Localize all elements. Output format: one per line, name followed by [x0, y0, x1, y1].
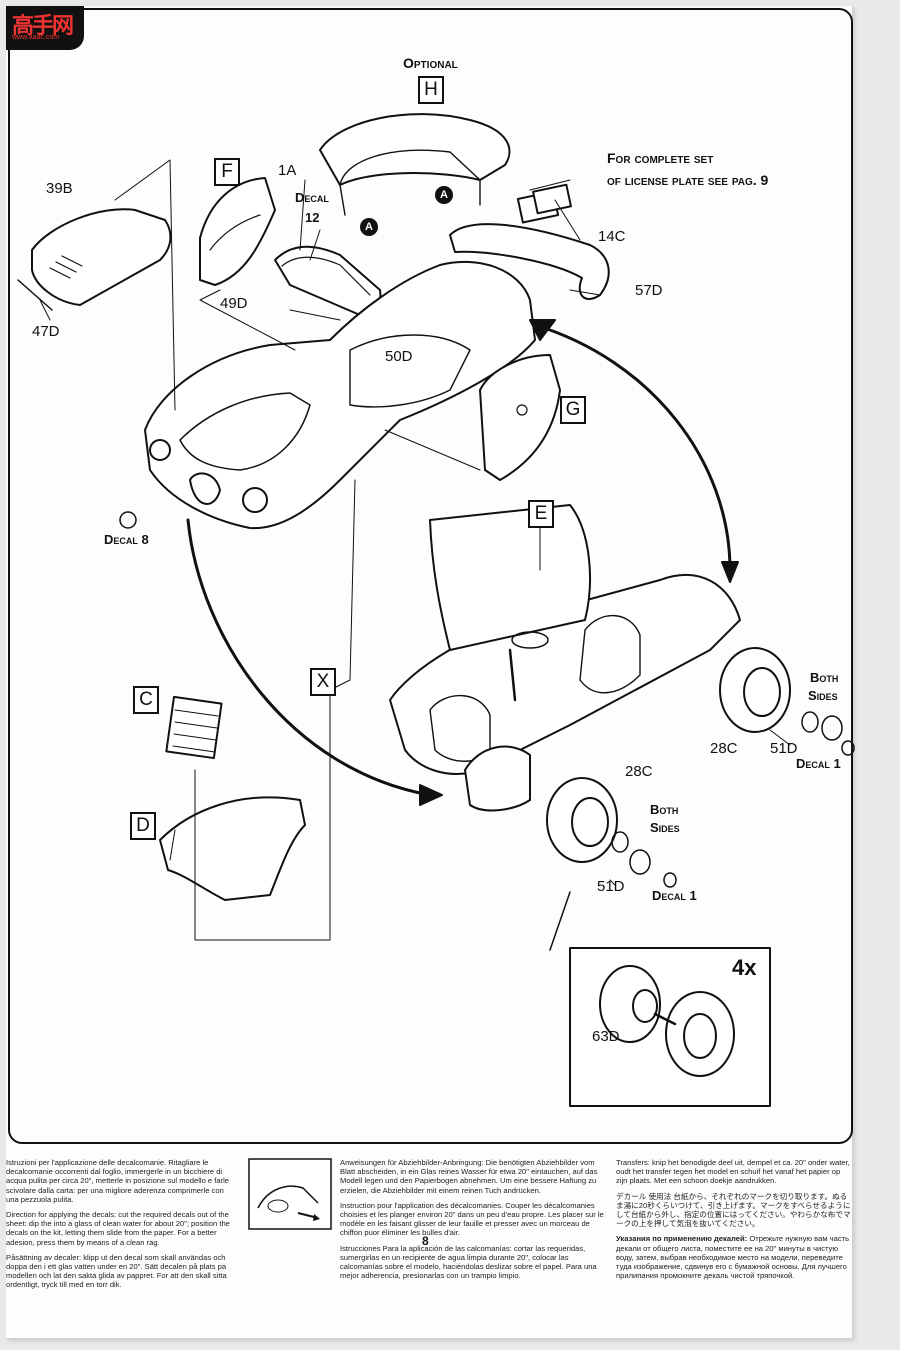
hardtop-part: [319, 113, 511, 186]
decal-12-label-line1: Decal: [295, 190, 329, 205]
decal-1-front-label: Decal 1: [652, 888, 697, 903]
both-sides-front-line2: Sides: [650, 820, 680, 835]
gear-lever: [508, 648, 517, 702]
instr-spanish: Istrucciones Para la aplicación de las c…: [340, 1243, 597, 1281]
part-label-57d: 57D: [635, 282, 663, 299]
part-box-h: H: [418, 76, 444, 104]
front-grille: [189, 472, 221, 505]
instr-swedish: Påsättning av decaler: klipp ut den deca…: [6, 1252, 227, 1290]
chassis-part: [389, 574, 741, 775]
car-body: [144, 260, 536, 530]
seat: [579, 614, 641, 694]
part-label-28c-right: 28C: [710, 740, 738, 757]
part-box-e: E: [528, 500, 554, 528]
part-label-51d-front: 51D: [597, 878, 625, 895]
instr-dutch: Transfers: knip het benodigde deel uit, …: [616, 1158, 850, 1186]
decal-8-label: Decal 8: [104, 532, 149, 547]
instr-german: Anweisungen für Abziehbilder-Anbringung:…: [340, 1158, 598, 1195]
engine: [429, 694, 491, 762]
optional-label: Optional: [403, 55, 458, 71]
both-sides-right-line2: Sides: [808, 688, 838, 703]
part-label-51d-right: 51D: [770, 740, 798, 757]
arrow-body-to-chassis: [533, 323, 732, 572]
part-box-d: D: [130, 812, 156, 840]
part-box-f: F: [214, 158, 240, 186]
radiator-part: [165, 695, 223, 760]
arrow-radiator-to-chassis: [186, 518, 432, 797]
door-left-part: [199, 177, 276, 286]
decal-application-illustration: [248, 1158, 332, 1230]
both-sides-front-line1: Both: [650, 802, 679, 817]
front-fender: [464, 745, 531, 812]
instr-italian: Istruzioni per l'applicazione delle deca…: [6, 1158, 230, 1204]
leader-lines: [39, 159, 791, 941]
instr-japanese: デカール 使用法 台紙から、それぞれのマークを切り取ります。ぬるま湯に20秒くら…: [616, 1191, 851, 1229]
part-box-c: C: [133, 686, 159, 714]
badge-decal-8: [119, 511, 137, 529]
callout-a-bumper: A: [435, 186, 453, 204]
instruction-sheet: 高手网 www.aaac.com: [6, 6, 855, 1339]
assembly-step-frame: Optional H For complete set of license p…: [8, 8, 855, 1144]
logo-mark: 高手网: [12, 13, 74, 38]
callout-a-body: A: [360, 218, 378, 236]
instr-russian: Указания по применению декалей: Отрежьте…: [616, 1234, 852, 1280]
windshield-part: [274, 245, 382, 317]
radiator-support-part: [159, 796, 306, 901]
quantity-4x: 4x: [732, 955, 757, 980]
instructions-col-3: Transfers: knip het benodigde deel uit, …: [616, 1158, 852, 1286]
decal-1-right-label: Decal 1: [796, 756, 841, 771]
decal-12-label-line2: 12: [305, 210, 320, 225]
license-note-line2: of license plate see pag. 9: [607, 172, 769, 188]
assembly-drawing: [17, 113, 855, 1107]
site-logo: 高手网 www.aaac.com: [6, 6, 84, 50]
instr-french: Instruction pour l'application des décal…: [340, 1200, 604, 1238]
wheel-front-left: [546, 777, 677, 888]
part-label-63d: 63D: [592, 1028, 620, 1045]
part-label-28c-front: 28C: [625, 763, 653, 780]
instructions-col-1: Istruzioni per l'applicazione delle deca…: [6, 1158, 238, 1296]
instr-russian-text: Отрежьте нужную вам часть декали от обще…: [616, 1234, 850, 1281]
hood-part: [31, 208, 172, 306]
part-label-14c: 14C: [598, 228, 626, 245]
steering-wheel: [511, 631, 549, 649]
license-note-line1: For complete set: [607, 150, 714, 166]
door-right-part: [479, 354, 561, 481]
wheel-rear-right: [719, 647, 855, 756]
instructions-col-2: Anweisungen für Abziehbilder-Anbringung:…: [340, 1158, 604, 1286]
both-sides-right-line1: Both: [810, 670, 839, 685]
part-label-1a: 1A: [278, 162, 297, 179]
rear-deck-part: [429, 504, 591, 651]
page-number: 8: [422, 1234, 429, 1248]
logo-url: www.aaac.com: [12, 34, 60, 41]
part-label-47d: 47D: [32, 323, 60, 340]
part-box-g: G: [560, 396, 586, 424]
part-box-x: X: [310, 668, 336, 696]
part-label-50d: 50D: [385, 348, 413, 365]
part-label-39b: 39B: [46, 180, 73, 197]
instr-english: Direction for applying the decals: cut t…: [6, 1210, 230, 1247]
instr-russian-title: Указания по применению декалей:: [616, 1234, 748, 1244]
part-label-49d: 49D: [220, 295, 248, 312]
